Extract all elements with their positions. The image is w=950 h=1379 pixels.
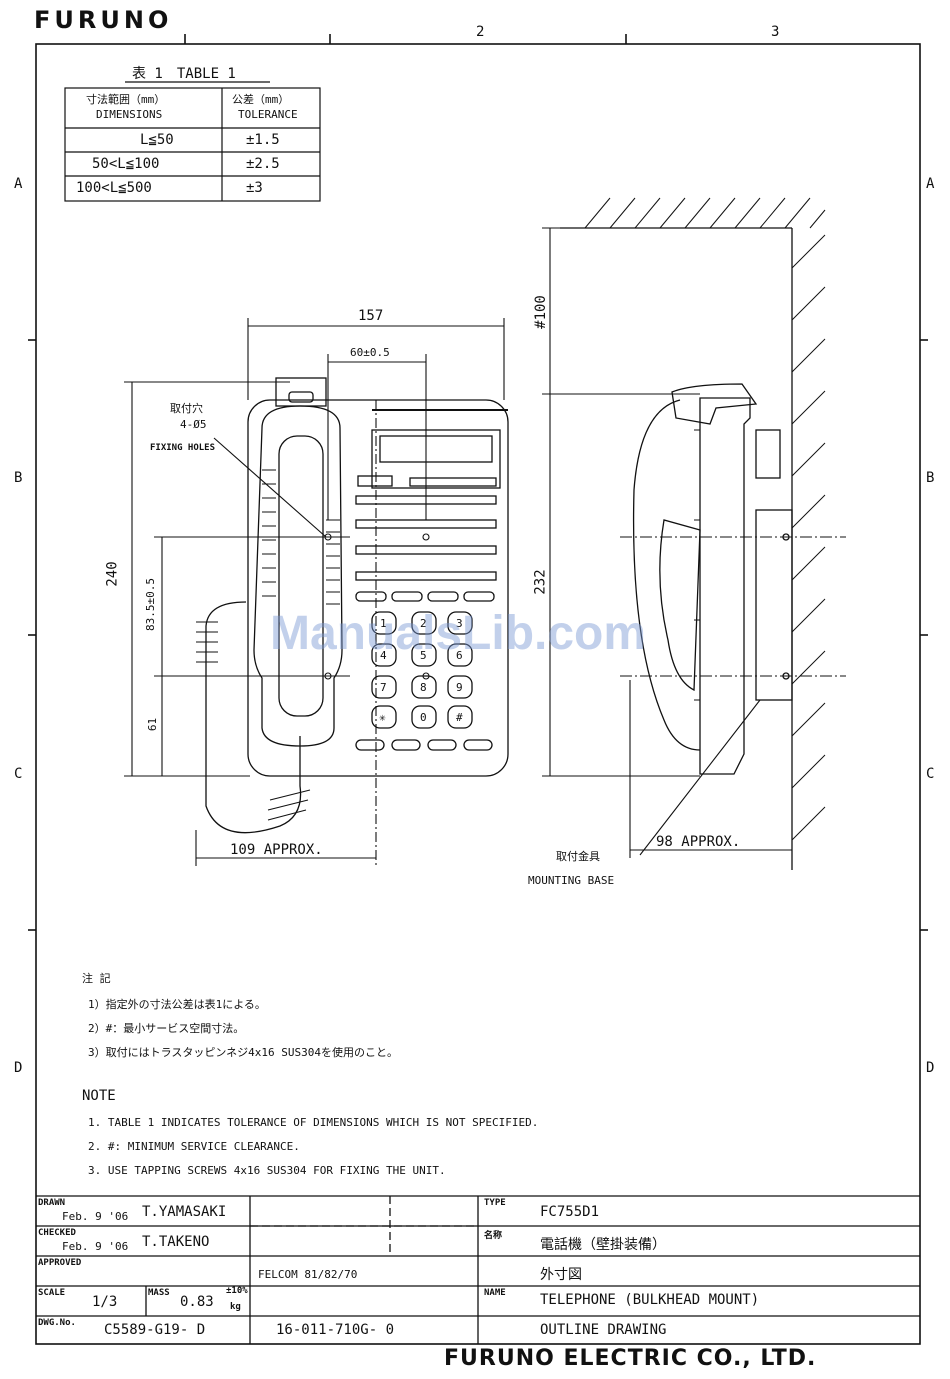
tolerance-header: TOLERANCE — [238, 108, 298, 121]
lower-hole-dimension: 61 — [146, 717, 160, 732]
hole-height-dimension: 83.5±0.5 — [143, 578, 157, 631]
mounting-base-label-jp: 取付金具 — [556, 850, 600, 863]
note-jp-item: 3）取付にはトラスタッピンネジ4x16 SUS304を使用のこと。 — [88, 1046, 399, 1059]
key-1: 1 — [380, 617, 387, 630]
key-7: 7 — [380, 681, 387, 694]
side-dimensions — [542, 227, 792, 858]
front-dimensions — [124, 318, 505, 866]
dimensions-header-jp: 寸法範囲（mm） — [86, 93, 166, 106]
name-line-2: OUTLINE DRAWING — [540, 1322, 667, 1338]
width-dimension: 157 — [358, 308, 384, 324]
fixing-holes-count: 4-Ø5 — [180, 418, 207, 431]
note-jp-item: 2）#：最小サービス空間寸法。 — [88, 1022, 245, 1035]
key-hash: # — [456, 711, 463, 724]
name-jp-label: 名称 — [484, 1231, 503, 1241]
dwg-no-label: DWG.No. — [38, 1318, 76, 1328]
mass-tolerance: ±10% — [226, 1286, 248, 1296]
key-0: 0 — [420, 711, 427, 724]
scale-value: 1/3 — [92, 1294, 118, 1310]
table-row-dim: 50<L≦100 — [92, 156, 160, 172]
front-view — [196, 377, 509, 834]
table-row-tol: ±3 — [246, 180, 263, 196]
zone-row-a-left: A — [14, 176, 23, 192]
zone-row-b-left: B — [14, 470, 23, 486]
mass-unit: kg — [230, 1302, 241, 1312]
drawn-by: T.YAMASAKI — [142, 1204, 227, 1220]
table-row-dim: 100<L≦500 — [76, 180, 152, 196]
fixing-holes-label: FIXING HOLES — [150, 443, 216, 453]
tolerance-header-jp: 公差（mm） — [232, 93, 290, 106]
keypad-outlines — [355, 611, 493, 751]
zone-col-3: 3 — [771, 24, 780, 40]
note-item: 1. TABLE 1 INDICATES TOLERANCE OF DIMENS… — [88, 1116, 539, 1129]
height-dimension: 240 — [104, 561, 121, 587]
depth-dimension: 98 APPROX. — [656, 834, 741, 850]
mass-label: MASS — [148, 1288, 170, 1298]
scale-label: SCALE — [38, 1288, 66, 1298]
dimensions-header: DIMENSIONS — [96, 108, 163, 121]
key-6: 6 — [456, 649, 463, 662]
zone-row-c-right: C — [926, 766, 935, 782]
checked-date: Feb. 9 '06 — [62, 1240, 129, 1253]
checked-label: CHECKED — [38, 1228, 76, 1238]
watermark: ManualsLib.com — [270, 607, 647, 660]
furuno-logo: FURUNO — [34, 6, 173, 34]
approved-label: APPROVED — [38, 1258, 82, 1268]
name-label: NAME — [484, 1288, 506, 1298]
fixing-holes-label-jp: 取付穴 — [170, 402, 203, 415]
tolerance-table-grid — [64, 81, 321, 202]
zone-row-a-right: A — [926, 176, 935, 192]
type-label: TYPE — [484, 1198, 506, 1208]
name-jp-1: 電話機（壁掛装備） — [540, 1237, 666, 1253]
hole-spacing-dimension: 60±0.5 — [350, 346, 390, 359]
key-9: 9 — [456, 681, 463, 694]
note-item: 3. USE TAPPING SCREWS 4x16 SUS304 FOR FI… — [88, 1164, 446, 1177]
model-reference: FELCOM 81/82/70 — [258, 1268, 358, 1281]
zone-row-b-right: B — [926, 470, 935, 486]
side-height-dimension: 232 — [532, 569, 549, 595]
clearance-dimension: #100 — [532, 295, 549, 329]
notes-jp-title: 注 記 — [82, 972, 111, 985]
zone-row-d-left: D — [14, 1060, 23, 1076]
zone-col-2: 2 — [476, 24, 485, 40]
note-item: 2. #: MINIMUM SERVICE CLEARANCE. — [88, 1140, 300, 1153]
table-row-tol: ±2.5 — [246, 156, 280, 172]
company-name: FURUNO ELECTRIC CO., LTD. — [444, 1346, 817, 1371]
drawn-date: Feb. 9 '06 — [62, 1210, 129, 1223]
cord-length-dimension: 109 APPROX. — [230, 842, 323, 858]
table-row-tol: ±1.5 — [246, 132, 280, 148]
part-number: 16-011-710G- 0 — [276, 1322, 395, 1338]
checked-by: T.TAKENO — [142, 1234, 210, 1250]
table-row-dim: L≦50 — [140, 132, 174, 148]
drawn-label: DRAWN — [38, 1198, 66, 1208]
note-jp-item: 1）指定外の寸法公差は表1による。 — [88, 998, 266, 1011]
name-line-1: TELEPHONE (BULKHEAD MOUNT) — [540, 1292, 760, 1308]
zone-row-c-left: C — [14, 766, 23, 782]
table-title: 表 1 TABLE 1 — [132, 66, 236, 82]
key-2: 2 — [420, 617, 427, 630]
side-view — [560, 197, 846, 870]
key-3: 3 — [456, 617, 463, 630]
drawing-number: C5589-G19- D — [104, 1322, 206, 1338]
type-value: FC755D1 — [540, 1204, 600, 1220]
title-block-grid — [36, 1195, 920, 1344]
name-jp-2: 外寸図 — [540, 1267, 582, 1283]
key-5: 5 — [420, 649, 427, 662]
zone-row-d-right: D — [926, 1060, 935, 1076]
key-star: ✳ — [379, 711, 386, 724]
key-4: 4 — [380, 649, 387, 662]
mass-value: 0.83 — [180, 1294, 214, 1310]
key-8: 8 — [420, 681, 427, 694]
mounting-base-label: MOUNTING BASE — [528, 874, 615, 887]
notes-title: NOTE — [82, 1088, 116, 1104]
